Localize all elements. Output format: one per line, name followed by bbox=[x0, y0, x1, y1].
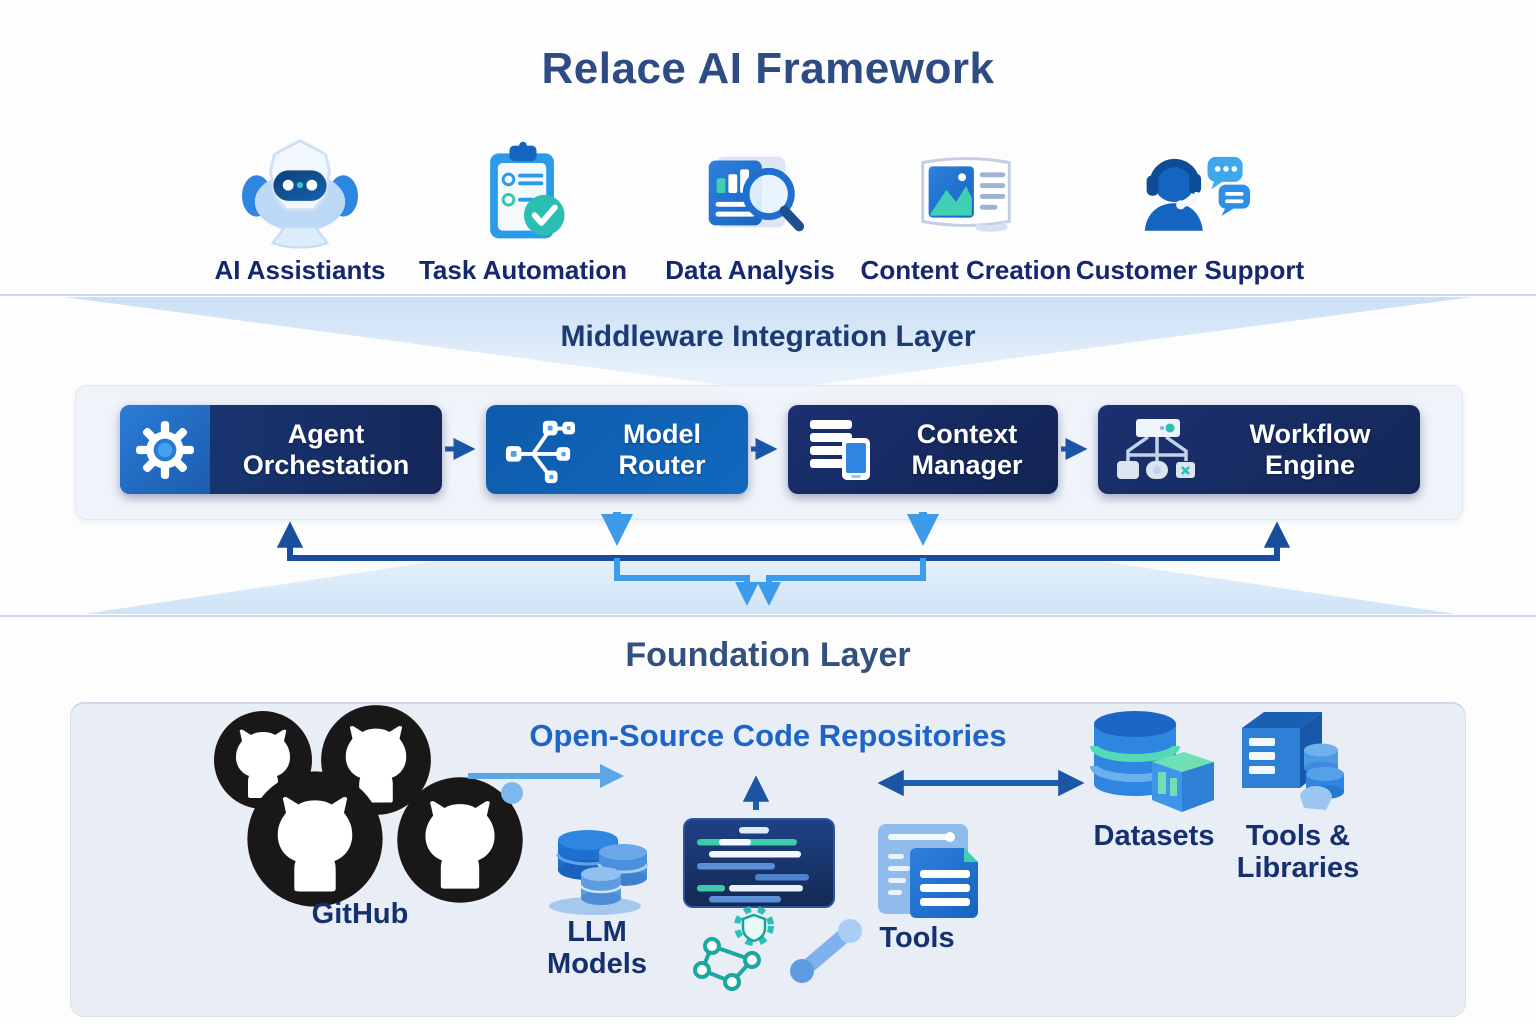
funnel-arrows bbox=[614, 558, 926, 606]
foundation-funnel-band bbox=[84, 556, 1456, 614]
box-agent-orchestration: Agent Orchestation bbox=[120, 405, 442, 494]
network-branch-icon bbox=[486, 413, 576, 487]
box-workflow-engine: Workflow Engine bbox=[1098, 405, 1420, 494]
app-label-ai-assistants: AI Assistiants bbox=[214, 255, 386, 285]
box-label-agent-orchestration: Agent Orchestation bbox=[242, 419, 410, 480]
code-editor-icon bbox=[683, 818, 835, 913]
molecule-gear-icon bbox=[688, 902, 878, 1007]
item-label-llm-models: LLM Models bbox=[547, 916, 647, 981]
app-data-analysis: Data Analysis bbox=[635, 118, 865, 286]
box-label-model-router: Model Router bbox=[618, 419, 706, 480]
item-label-tools: Tools bbox=[879, 922, 955, 954]
middleware-band-label: Middleware Integration Layer bbox=[560, 320, 976, 353]
diagram-title: Relace AI Framework bbox=[541, 44, 995, 93]
github-octocat-icon bbox=[396, 776, 524, 909]
server-tablet-icon bbox=[788, 414, 876, 486]
box-label-workflow-engine: Workflow Engine bbox=[1249, 419, 1371, 480]
package-libraries-icon bbox=[1240, 710, 1344, 825]
open-source-repositories-title: Open-Source Code Repositories bbox=[529, 718, 1007, 753]
item-label-github: GitHub bbox=[311, 898, 409, 930]
app-label-task-automation: Task Automation bbox=[418, 255, 627, 285]
app-label-customer-support: Customer Support bbox=[1075, 255, 1305, 285]
feedback-loop-arrow bbox=[276, 521, 1291, 561]
app-customer-support: Customer Support bbox=[1075, 118, 1305, 286]
box-model-router: Model Router bbox=[486, 405, 748, 494]
gear-icon bbox=[120, 405, 210, 494]
item-label-datasets: Datasets bbox=[1093, 820, 1215, 852]
box-label-context-manager: Context Manager bbox=[911, 419, 1023, 480]
app-ai-assistants: AI Assistiants bbox=[185, 118, 415, 286]
foundation-layer-label: Foundation Layer bbox=[625, 636, 911, 674]
app-task-automation: Task Automation bbox=[408, 118, 638, 286]
database-stack-icon bbox=[543, 818, 655, 923]
app-content-creation: Content Creation bbox=[851, 118, 1081, 286]
chart-magnifier-icon bbox=[691, 133, 809, 251]
image-document-icon bbox=[906, 133, 1026, 251]
database-cube-icon bbox=[1090, 708, 1218, 825]
documents-icon bbox=[876, 820, 986, 925]
robot-icon bbox=[241, 133, 359, 251]
flowchart-icon bbox=[1098, 415, 1200, 485]
app-label-content-creation: Content Creation bbox=[860, 255, 1072, 285]
app-label-data-analysis: Data Analysis bbox=[665, 255, 835, 285]
github-octocat-icon bbox=[246, 770, 384, 913]
headset-chat-icon bbox=[1130, 133, 1250, 251]
item-label-tools-libraries: Tools & Libraries bbox=[1236, 820, 1360, 885]
clipboard-check-icon bbox=[465, 133, 581, 251]
box-context-manager: Context Manager bbox=[788, 405, 1058, 494]
